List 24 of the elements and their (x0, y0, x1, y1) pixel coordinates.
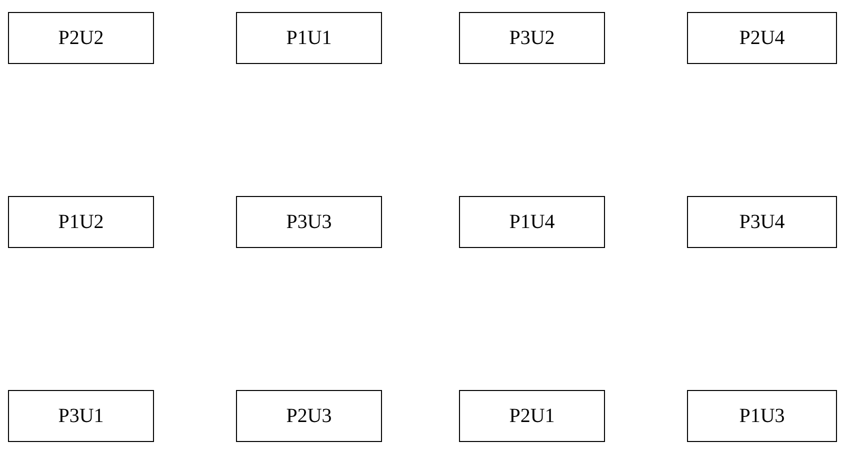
box-label: P1U4 (509, 210, 555, 234)
label-box (459, 196, 605, 248)
label-box (8, 12, 154, 64)
label-box (236, 390, 382, 442)
label-box (8, 390, 154, 442)
box-label: P2U4 (739, 26, 785, 50)
label-box (459, 12, 605, 64)
box-label: P2U3 (286, 404, 332, 428)
label-box (687, 12, 837, 64)
box-label: P2U1 (509, 404, 555, 428)
box-label: P1U3 (739, 404, 785, 428)
box-label: P3U4 (739, 210, 785, 234)
label-box (687, 196, 837, 248)
box-label: P1U1 (286, 26, 332, 50)
label-box (459, 390, 605, 442)
box-label: P1U2 (58, 210, 104, 234)
box-label: P3U3 (286, 210, 332, 234)
box-label: P3U1 (58, 404, 104, 428)
label-box (8, 196, 154, 248)
label-box (236, 12, 382, 64)
label-box (687, 390, 837, 442)
box-label: P3U2 (509, 26, 555, 50)
label-box (236, 196, 382, 248)
box-label: P2U2 (58, 26, 104, 50)
